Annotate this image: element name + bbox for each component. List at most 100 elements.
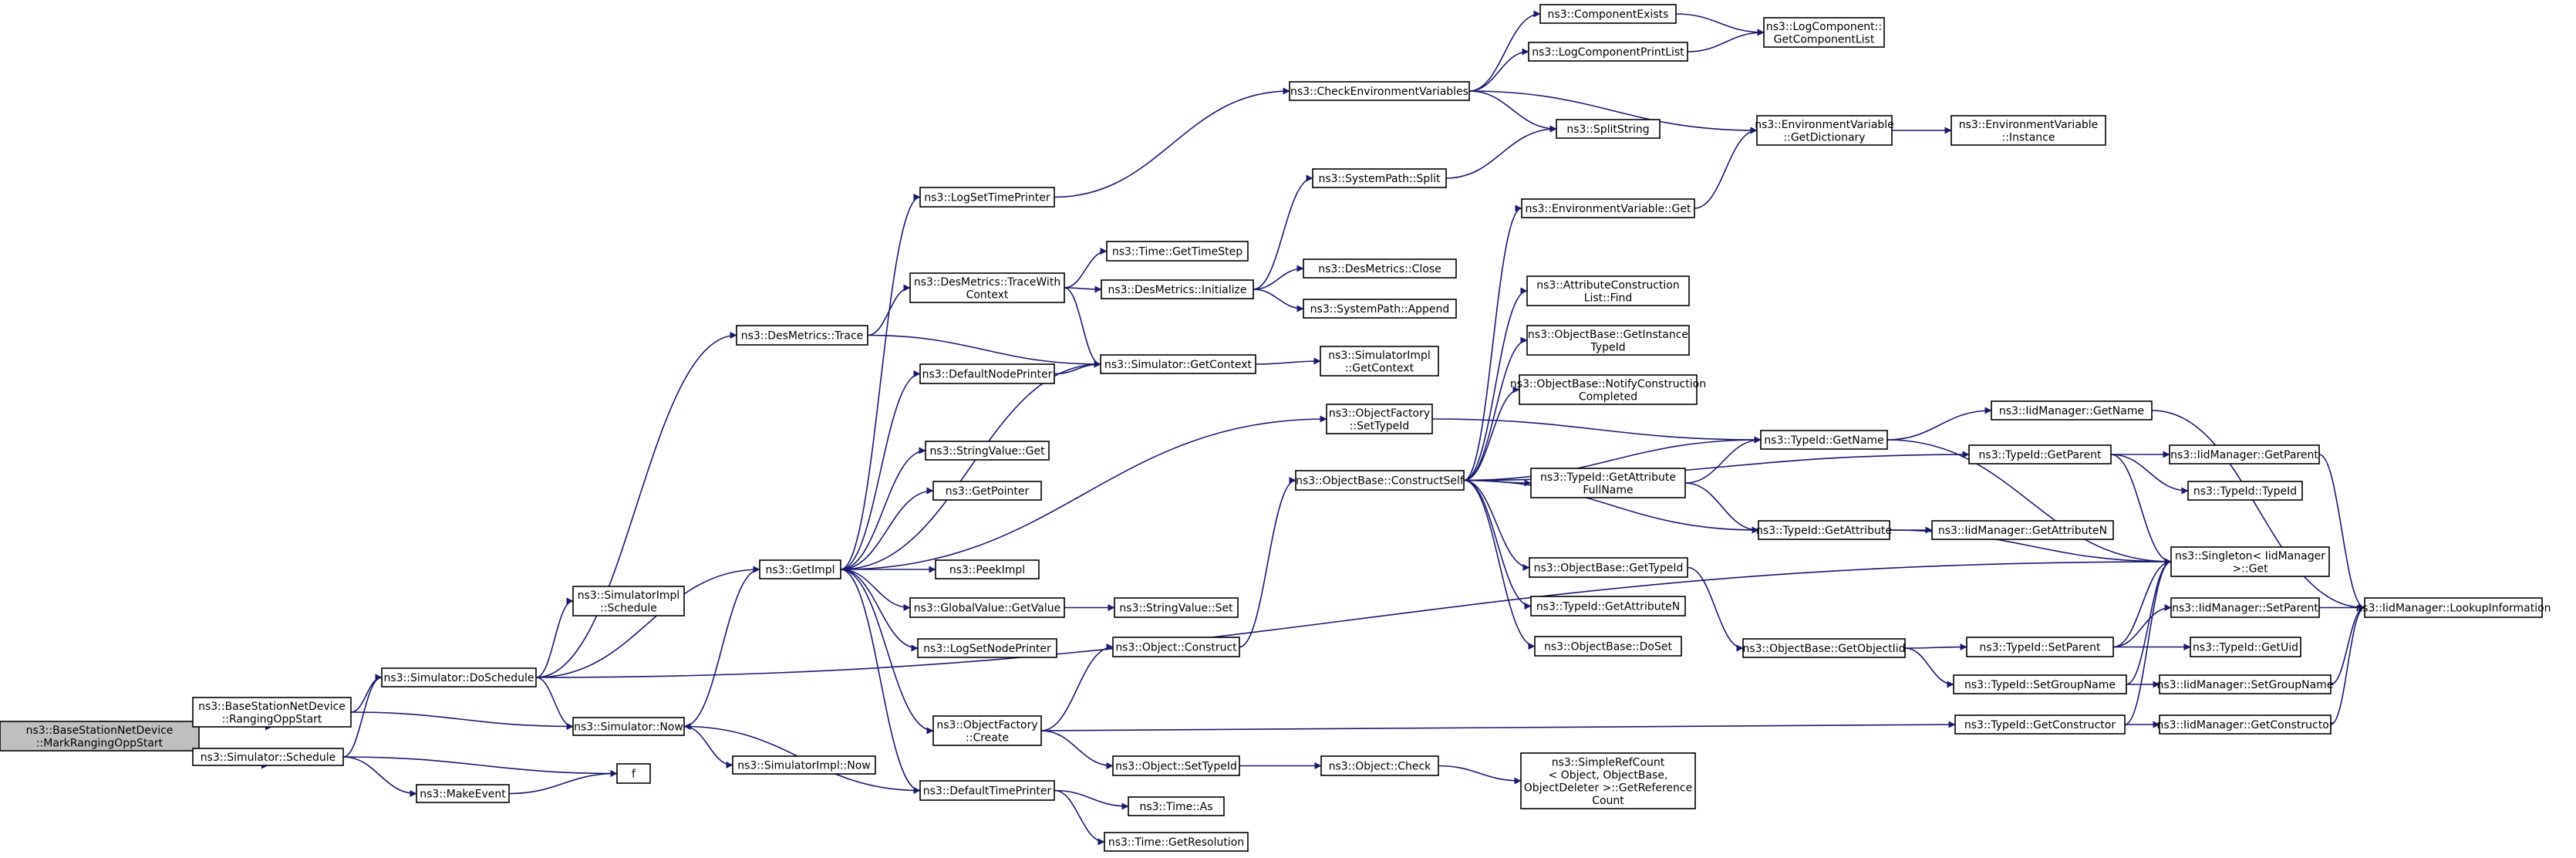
node-tidgetattrn[interactable]: ns3::TypeId::GetAttributeN [1530, 596, 1686, 616]
node-iidgetattrn[interactable]: ns3::IidManager::GetAttributeN [1931, 520, 2114, 540]
node-logcompprint[interactable]: ns3::LogComponentPrintList [1528, 42, 1688, 62]
node-gettimestep[interactable]: ns3::Time::GetTimeStep [1106, 241, 1249, 262]
node-iidsetparent[interactable]: ns3::IidManager::SetParent [2170, 597, 2320, 618]
edge-objcheck-to-simplerefcount [1438, 765, 1522, 785]
node-box [1320, 755, 1439, 776]
node-box [736, 325, 868, 346]
edge-ofcreate-to-tidgetctor [1040, 721, 1956, 731]
node-tidsetgroup[interactable]: ns3::TypeId::SetGroupName [1953, 674, 2127, 694]
node-box [1303, 299, 1457, 319]
node-iidgetparent[interactable]: ns3::IidManager::GetParent [2169, 444, 2320, 464]
node-dosched[interactable]: ns3::Simulator::DoSchedule [381, 667, 537, 687]
node-compexists[interactable]: ns3::ComponentExists [1539, 4, 1677, 24]
node-getimpl[interactable]: ns3::GetImpl [759, 559, 841, 579]
node-obnotify[interactable]: ns3::ObjectBase::NotifyConstructionCompl… [1510, 374, 1706, 405]
edge-constructself-to-envget [1463, 204, 1522, 481]
node-root[interactable]: ns3::BaseStationNetDevice::MarkRangingOp… [0, 721, 200, 752]
node-syspathappend[interactable]: ns3::SystemPath::Append [1303, 299, 1457, 319]
node-logsetnode[interactable]: ns3::LogSetNodePrinter [917, 638, 1057, 658]
node-box [925, 441, 1050, 461]
node-gvget[interactable]: ns3::GlobalValue::GetValue [909, 597, 1065, 618]
node-objsettid[interactable]: ns3::Object::SetTypeId [1112, 755, 1240, 776]
node-splitstr[interactable]: ns3::SplitString [1556, 119, 1661, 139]
node-envgetdict[interactable]: ns3::EnvironmentVariable::GetDictionary [1755, 115, 1894, 146]
node-makeevent[interactable]: ns3::MakeEvent [416, 784, 510, 803]
edge-sched-to-dosched [342, 674, 383, 758]
node-tidtid[interactable]: ns3::TypeId::TypeId [2187, 481, 2303, 501]
node-desmclose[interactable]: ns3::DesMetrics::Close [1303, 258, 1457, 279]
node-tidgetparent[interactable]: ns3::TypeId::GetParent [1968, 444, 2112, 464]
edge-ofcreate-to-objconstruct [1040, 644, 1114, 731]
edge-iidsetgroup-to-iidlookup [2330, 604, 2365, 685]
node-tidsetparent[interactable]: ns3::TypeId::SetParent [1966, 637, 2114, 657]
node-box [2190, 637, 2301, 657]
node-objcheck[interactable]: ns3::Object::Check [1320, 755, 1439, 776]
edge-syspathsplit-to-splitstr [1445, 125, 1557, 179]
node-desmtrace[interactable]: ns3::DesMetrics::Trace [736, 325, 868, 346]
node-ranging[interactable]: ns3::BaseStationNetDevice::RangingOppSta… [192, 697, 352, 728]
node-simgetctx[interactable]: ns3::Simulator::GetContext [1100, 354, 1256, 374]
edge-makeevent-to-f [508, 770, 618, 795]
edge-dosched-to-now [535, 677, 574, 730]
node-peekimpl[interactable]: ns3::PeekImpl [935, 559, 1040, 579]
node-iidsetgroup[interactable]: ns3::IidManager::SetGroupName [2157, 674, 2334, 694]
node-ofsettid[interactable]: ns3::ObjectFactory::SetTypeId [1326, 404, 1433, 434]
node-singleton[interactable]: ns3::Singleton< IidManager>::Get [2170, 546, 2330, 577]
node-strget[interactable]: ns3::StringValue::Get [925, 441, 1050, 461]
node-syspathsplit[interactable]: ns3::SystemPath::Split [1312, 168, 1447, 188]
node-simplerefcount[interactable]: ns3::SimpleRefCount< Object, ObjectBase,… [1520, 752, 1696, 809]
node-tidgetuid[interactable]: ns3::TypeId::GetUid [2190, 637, 2301, 657]
node-iidgetctor[interactable]: ns3::IidManager::GetConstructor [2156, 714, 2334, 735]
node-getptr[interactable]: ns3::GetPointer [932, 481, 1042, 501]
edge-deftime-to-timeas [1054, 789, 1129, 810]
node-f[interactable]: f [616, 763, 651, 784]
node-tidgetattr[interactable]: ns3::TypeId::GetAttribute [1756, 520, 1892, 540]
node-now[interactable]: ns3::Simulator::Now [572, 717, 685, 736]
node-box [2159, 674, 2332, 694]
node-obgetobjtid[interactable]: ns3::ObjectBase::GetObjectIid [1742, 638, 1906, 658]
node-label: ns3::DesMetrics::TraceWith [914, 276, 1060, 289]
node-iidgetname[interactable]: ns3::IidManager::GetName [1991, 400, 2153, 421]
node-label: ns3::AttributeConstruction [1536, 279, 1679, 292]
edge-obgetobjtid-to-tidsetparent [1904, 644, 1967, 651]
edge-checkenv-to-envgetdict [1468, 90, 1758, 134]
node-box [0, 721, 200, 752]
node-envinstance[interactable]: ns3::EnvironmentVariable::Instance [1951, 115, 2106, 146]
node-objconstruct[interactable]: ns3::Object::Construct [1112, 637, 1240, 657]
edge-objconstruct-to-constructself [1239, 477, 1296, 648]
node-label: ns3::ObjectBase::GetInstance [1528, 329, 1688, 341]
node-tidgetctor[interactable]: ns3::TypeId::GetConstructor [1954, 714, 2126, 735]
node-iidlookup[interactable]: ns3::IidManager::LookupInformation [2355, 597, 2551, 618]
node-desminit[interactable]: ns3::DesMetrics::Initialize [1101, 279, 1254, 299]
node-timeas[interactable]: ns3::Time::As [1128, 796, 1225, 816]
node-simimplsched[interactable]: ns3::SimulatorImpl::Schedule [572, 586, 685, 616]
edge-sched-to-f [342, 756, 618, 777]
node-simimplgetctx[interactable]: ns3::SimulatorImpl::GetContext [1320, 346, 1439, 377]
node-logsettime[interactable]: ns3::LogSetTimePrinter [919, 187, 1055, 208]
node-box [1326, 404, 1433, 434]
node-envget[interactable]: ns3::EnvironmentVariable::Get [1521, 198, 1695, 218]
node-strset[interactable]: ns3::StringValue::Set [1114, 597, 1239, 618]
node-simimplnow[interactable]: ns3::SimulatorImpl::Now [732, 755, 876, 775]
node-checkenv[interactable]: ns3::CheckEnvironmentVariables [1289, 81, 1470, 101]
node-ofcreate[interactable]: ns3::ObjectFactory::Create [932, 715, 1042, 746]
node-label: ns3::GetPointer [946, 485, 1030, 498]
node-defnode[interactable]: ns3::DefaultNodePrinter [919, 363, 1055, 384]
node-label: < Object, ObjectBase, [1549, 769, 1668, 782]
node-logcompget[interactable]: ns3::LogComponent::GetComponentList [1763, 17, 1885, 48]
node-constructself[interactable]: ns3::ObjectBase::ConstructSelf [1295, 470, 1465, 491]
node-tidgetname[interactable]: ns3::TypeId::GetName [1760, 430, 1888, 450]
node-deftime[interactable]: ns3::DefaultTimePrinter [919, 780, 1055, 801]
node-obdoset[interactable]: ns3::ObjectBase::DoSet [1534, 636, 1682, 657]
node-obgettid[interactable]: ns3::ObjectBase::GetTypeId [1529, 557, 1688, 578]
edge-desminit-to-syspathappend [1253, 289, 1304, 312]
node-box [572, 717, 685, 736]
node-timegetres[interactable]: ns3::Time::GetResolution [1104, 832, 1249, 852]
node-box [1758, 520, 1890, 540]
node-sched[interactable]: ns3::Simulator::Schedule [192, 748, 344, 766]
node-box [1742, 638, 1906, 658]
